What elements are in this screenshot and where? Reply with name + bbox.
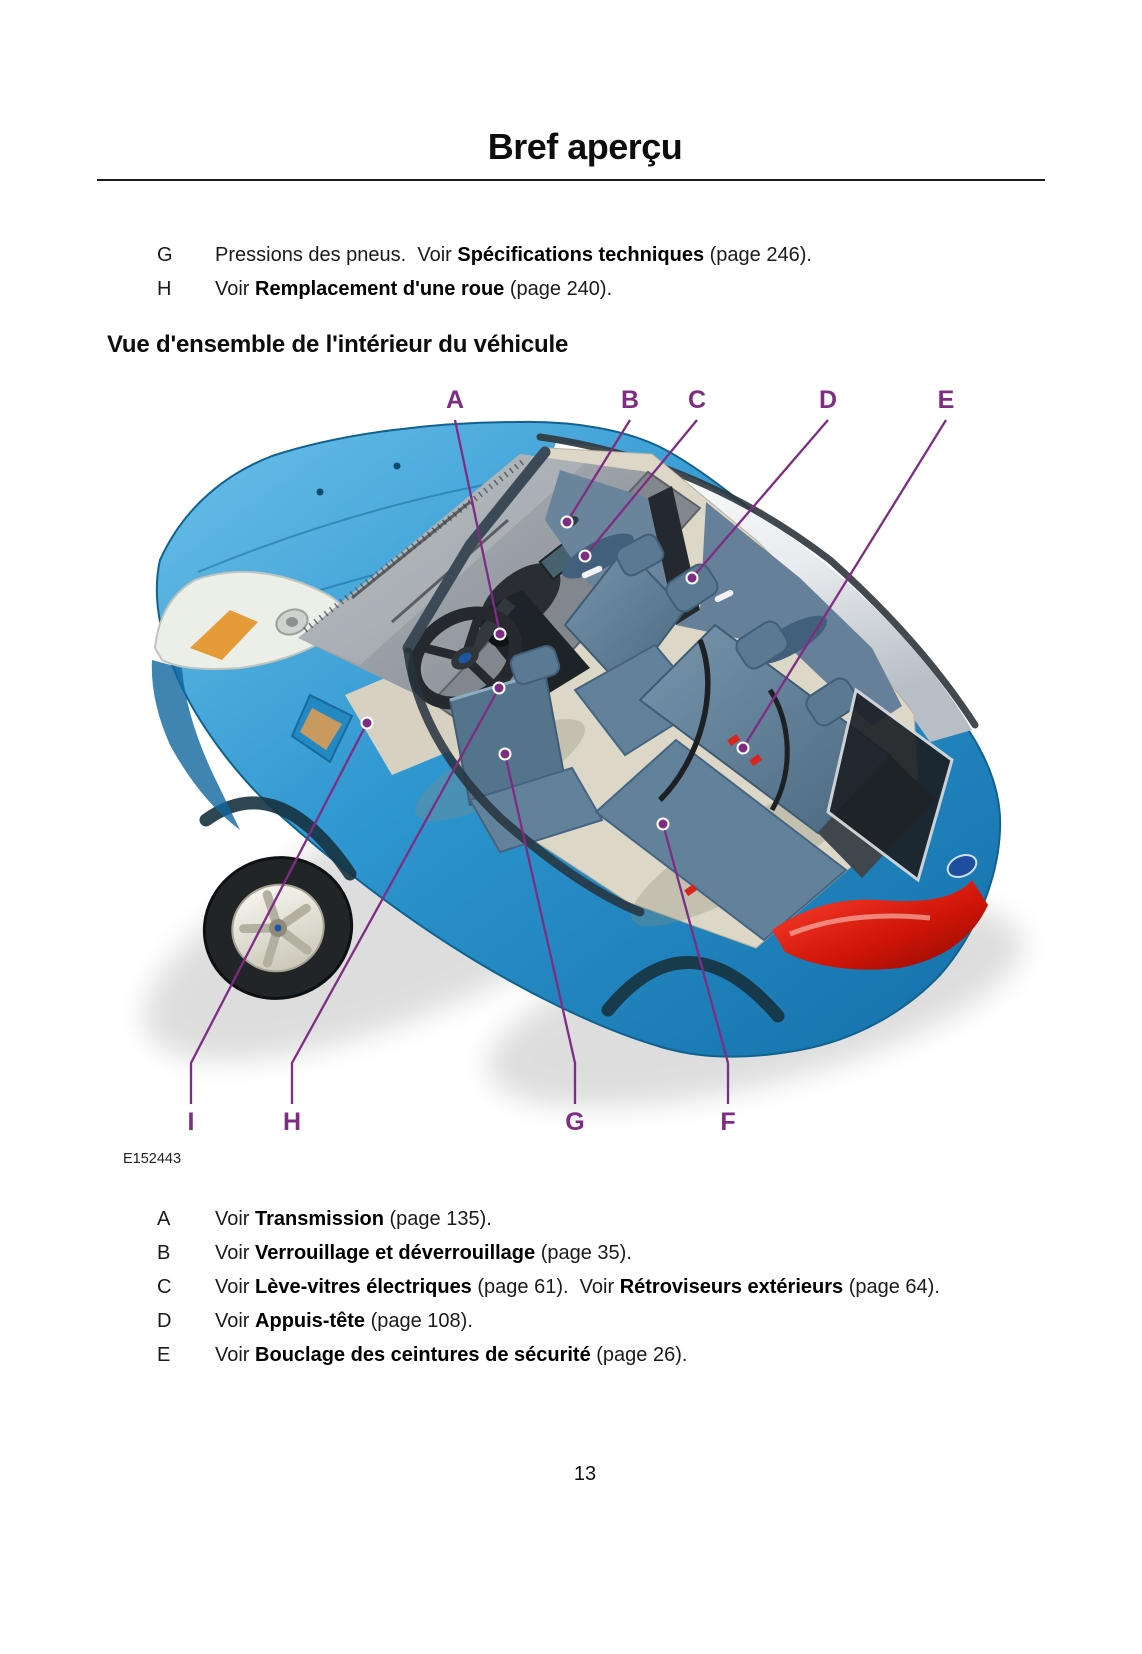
callout-line-A	[453, 419, 502, 635]
passenger-headrest	[615, 533, 665, 577]
a-pillar	[402, 446, 551, 654]
driver-headrest	[509, 644, 561, 686]
rear-door-handle	[714, 589, 734, 603]
callout-line-F	[661, 823, 730, 1104]
front-door-armrest	[562, 533, 634, 579]
taillight	[772, 880, 988, 970]
item-text: Pressions des pneus. Voir Spécifications…	[215, 244, 812, 266]
callout-letter-F: F	[720, 1108, 735, 1136]
front-fascia	[151, 660, 240, 830]
callout-dot-D	[685, 571, 699, 585]
headlight	[153, 570, 348, 670]
callout-dot-A	[493, 627, 507, 641]
ford-logo-steering	[458, 652, 472, 664]
section-heading: Vue d'ensemble de l'intérieur du véhicul…	[107, 331, 569, 358]
item-text: Voir Transmission (page 135).	[215, 1208, 492, 1230]
callout-dot-E	[736, 741, 750, 755]
side-mirror	[290, 693, 354, 764]
washer-nozzle	[393, 462, 401, 470]
item-letter: B	[157, 1242, 171, 1264]
callout-line-G	[503, 753, 577, 1104]
turn-indicator	[190, 610, 258, 660]
item-text: Voir Lève-vitres électriques (page 61). …	[215, 1276, 940, 1298]
callout-line-H	[290, 687, 501, 1104]
item-text: Voir Appuis-tête (page 108).	[215, 1310, 473, 1332]
front-wheel	[202, 856, 354, 1000]
rear-headrest-right	[805, 677, 859, 727]
item-text: Voir Bouclage des ceintures de sécurité …	[215, 1344, 688, 1366]
reference-row: E Voir Bouclage des ceintures de sécurité…	[157, 1342, 1037, 1368]
item-letter: H	[157, 278, 172, 300]
item-letter: A	[157, 1208, 171, 1230]
item-letter: G	[157, 244, 173, 266]
callout-letter-A: A	[446, 386, 464, 414]
page-title: Bref aperçu	[487, 126, 683, 167]
reference-row: A Voir Transmission (page 135).	[157, 1206, 1037, 1232]
rear-headrest-middle	[735, 620, 789, 670]
item-letter: C	[157, 1276, 172, 1298]
title-rule	[97, 179, 1045, 181]
callout-dot-C	[578, 549, 592, 563]
callout-dot-B	[560, 515, 574, 529]
figure-code: E152443	[123, 1151, 182, 1167]
callout-letter-B: B	[621, 386, 639, 414]
rear-headrest-left	[665, 563, 719, 613]
reference-row: B Voir Verrouillage et déverrouillage (pa…	[157, 1240, 1037, 1266]
front-door-handle	[581, 565, 603, 579]
callout-line-I	[189, 722, 369, 1104]
wiper	[351, 500, 471, 600]
washer-nozzle	[316, 488, 324, 496]
callout-dot-I	[360, 716, 374, 730]
item-letter: E	[157, 1344, 171, 1366]
rear-wheel-arch	[601, 956, 785, 1023]
callout-line-C	[584, 419, 698, 557]
hood-seam	[197, 477, 523, 573]
callout-dot-F	[656, 817, 670, 831]
callout-letter-E: E	[938, 386, 955, 414]
belt-buckle	[727, 734, 741, 747]
belt-buckle	[684, 884, 698, 897]
rear-window	[826, 687, 954, 883]
reference-row: D Voir Appuis-tête (page 108).	[157, 1308, 1037, 1334]
beltline-edge	[403, 647, 645, 917]
item-text: Voir Remplacement d'une roue (page 240).	[215, 278, 613, 300]
bottom-reference-list: A Voir Transmission (page 135). B Voir Verr…	[157, 1206, 1037, 1376]
reference-row: H Voir Remplacement d'une roue (page 240)…	[157, 276, 1037, 302]
rear-door-panel	[676, 502, 902, 726]
callout-letter-D: D	[819, 386, 837, 414]
callout-letter-G: G	[565, 1108, 584, 1136]
seat-belt	[658, 638, 711, 802]
seat-belt	[767, 688, 790, 812]
callout-letter-C: C	[688, 386, 706, 414]
figure-callouts: A B C D E I H G F	[188, 386, 955, 1136]
callout-dot-H	[492, 681, 506, 695]
ford-logo-rear	[946, 854, 978, 878]
item-text: Voir Verrouillage et déverrouillage (pag…	[215, 1242, 632, 1264]
callout-line-B	[566, 419, 631, 523]
car-illustration	[143, 420, 1023, 1108]
callout-line-D	[691, 419, 829, 579]
reference-row: G Pressions des pneus. Voir Spécification…	[157, 242, 1037, 268]
callout-dot-G	[498, 747, 512, 761]
callout-letter-H: H	[283, 1108, 301, 1136]
belt-buckle	[749, 754, 763, 767]
rear-bench-cushion	[594, 738, 848, 942]
item-letter: D	[157, 1310, 172, 1332]
page-number: 13	[573, 1463, 597, 1485]
reference-row: C Voir Lève-vitres électriques (page 61).…	[157, 1274, 1037, 1300]
driver-seat-cushion	[468, 766, 604, 854]
top-reference-list: G Pressions des pneus. Voir Spécification…	[157, 242, 1037, 310]
callout-line-E	[742, 419, 947, 749]
callout-letter-I: I	[188, 1108, 195, 1136]
